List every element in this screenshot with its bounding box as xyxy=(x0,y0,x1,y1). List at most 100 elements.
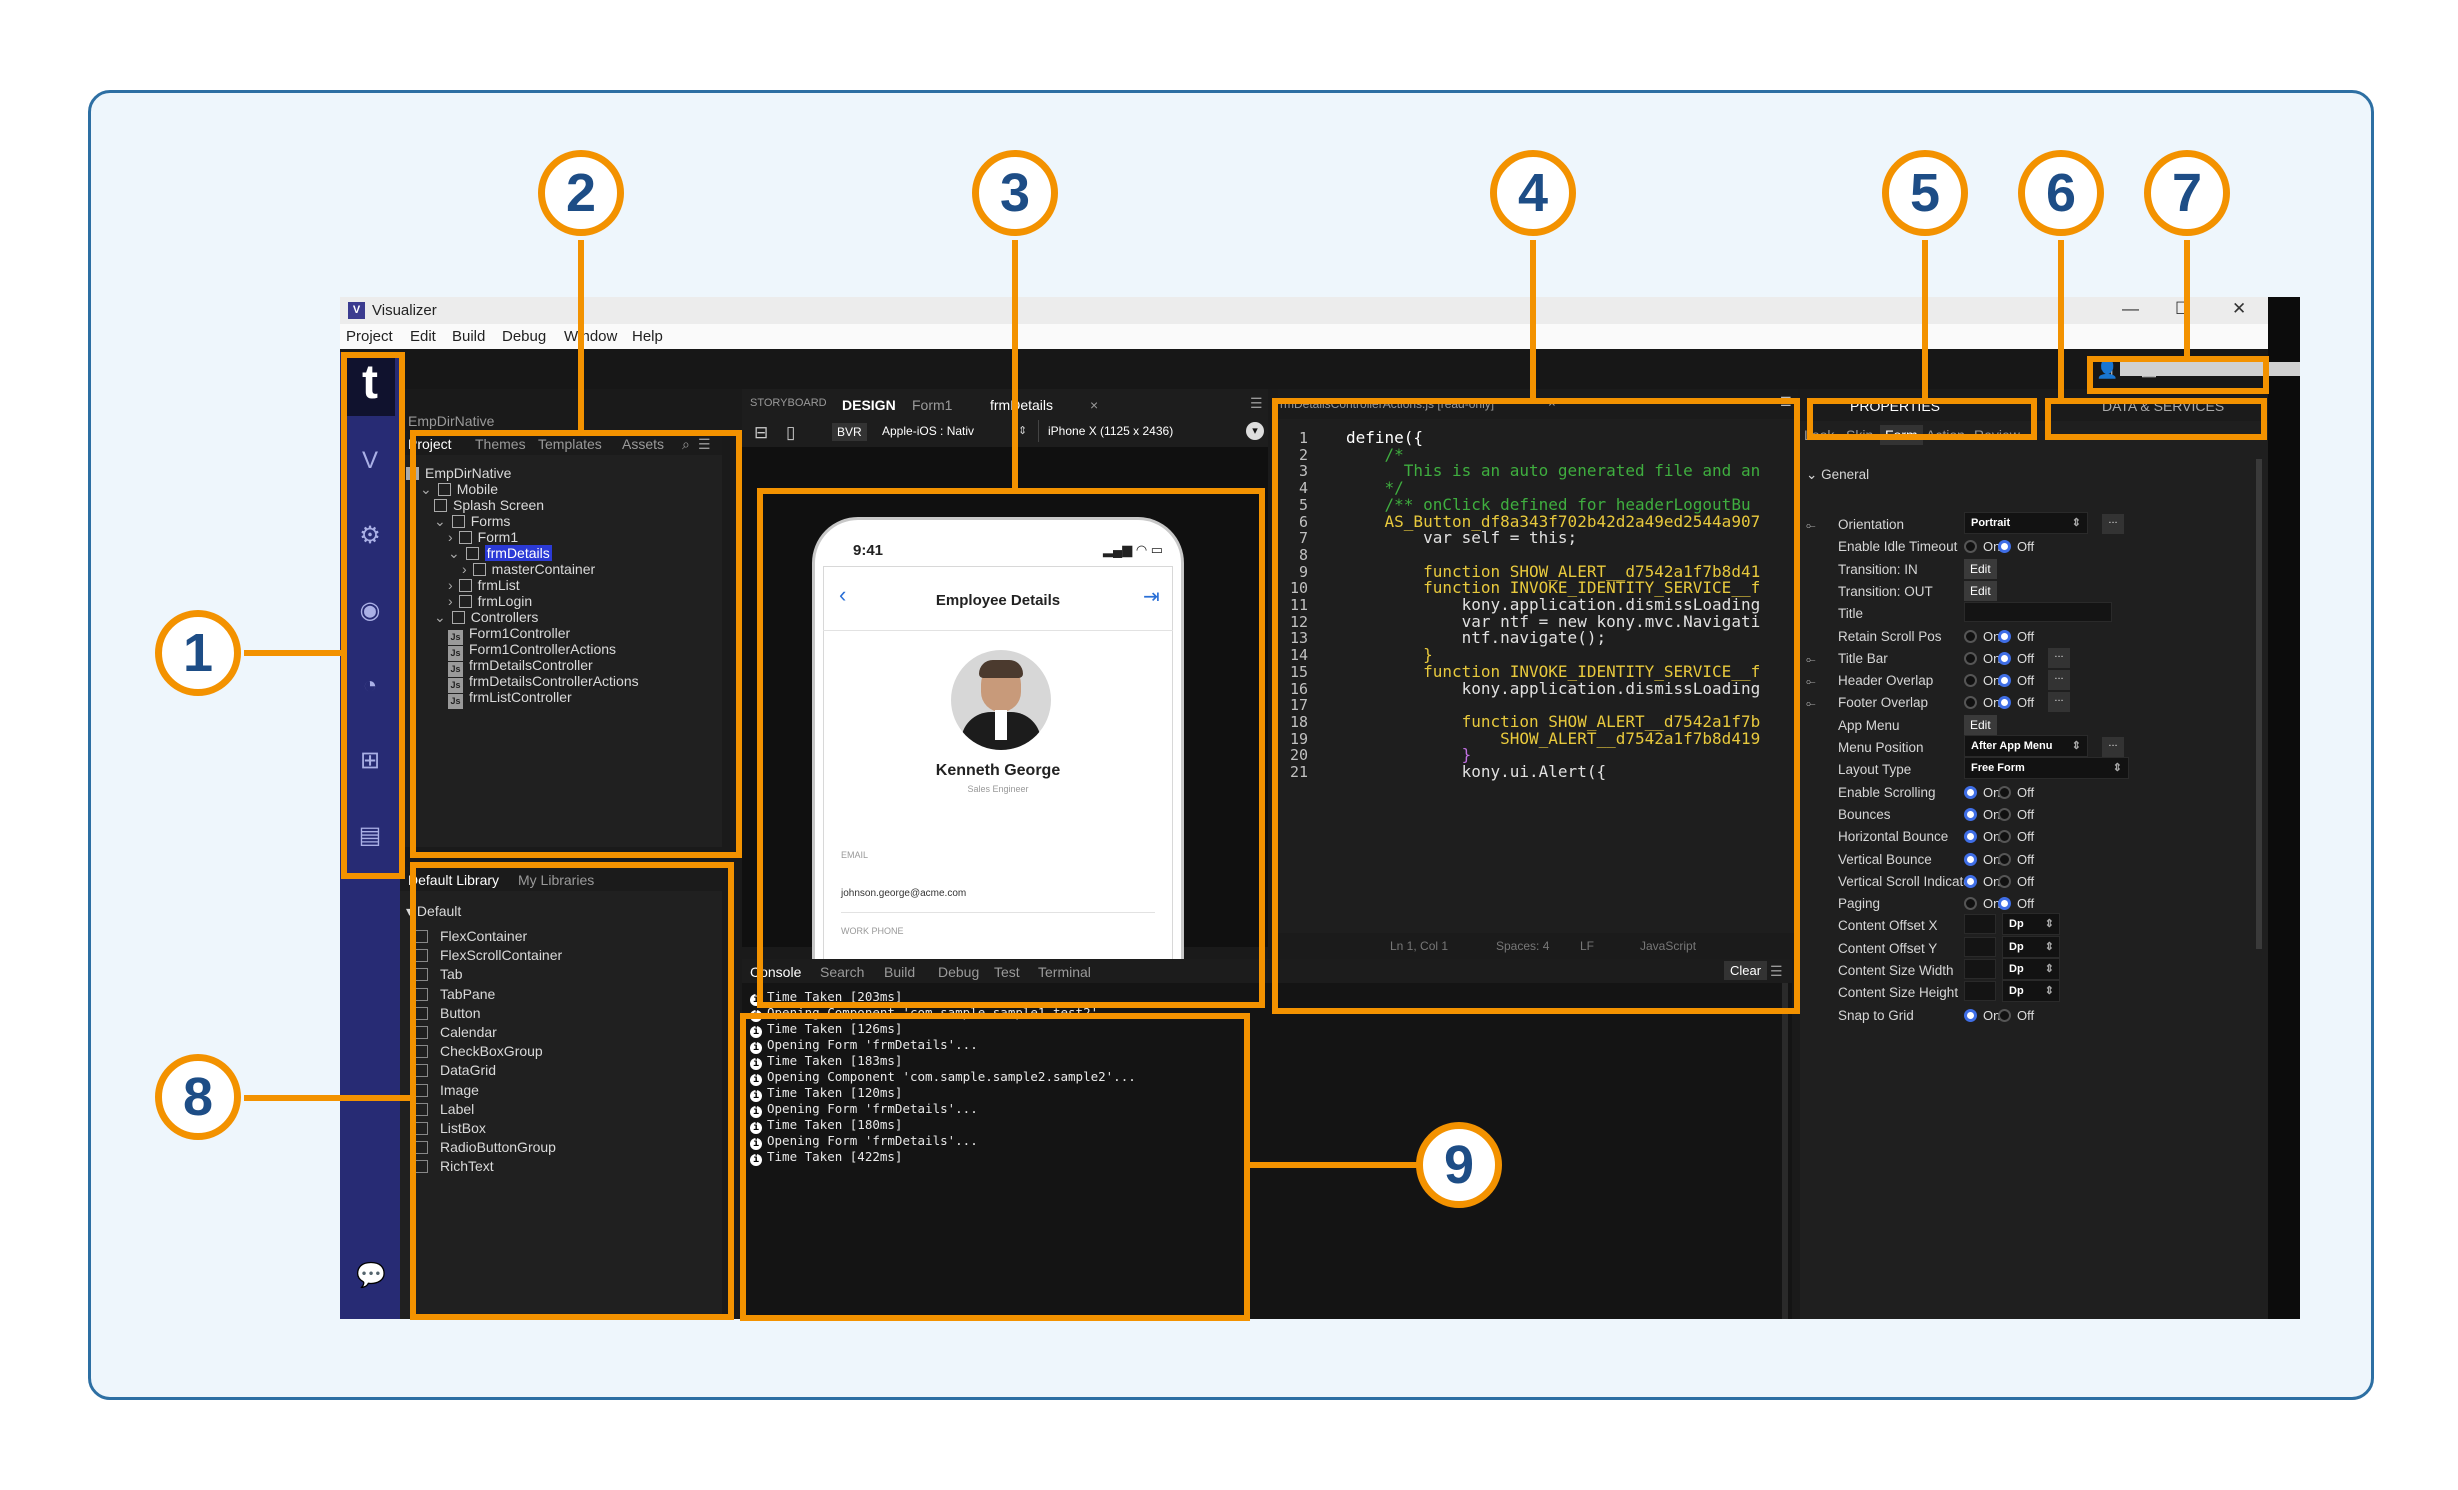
radio-off[interactable]: Off xyxy=(1998,852,2034,867)
search-icon[interactable]: ⌕ xyxy=(682,436,690,452)
console-scrollbar[interactable] xyxy=(1782,983,1788,1319)
tree-item[interactable]: ⌄Forms xyxy=(434,513,510,530)
chevron-icon[interactable]: ⌄ xyxy=(448,545,460,561)
menu-debug[interactable]: Debug xyxy=(502,328,547,345)
tab-terminal[interactable]: Terminal xyxy=(1038,964,1091,980)
tab-assets[interactable]: Assets xyxy=(622,436,665,452)
more-options-button[interactable]: ... xyxy=(2048,692,2070,713)
tree-item[interactable]: ⌄Controllers xyxy=(434,609,538,626)
visualizer-icon[interactable]: V xyxy=(361,447,378,474)
close-button[interactable]: ✕ xyxy=(2232,299,2247,318)
radio-off[interactable]: Off xyxy=(1998,1008,2034,1023)
radio-off[interactable]: Off xyxy=(1998,673,2034,688)
unit-select[interactable]: Dp⇕ xyxy=(2002,980,2060,1003)
unit-value-input[interactable] xyxy=(1964,981,1996,1002)
platform-select[interactable]: Apple-iOS : Nativ xyxy=(882,424,975,438)
minimize-button[interactable]: — xyxy=(2122,299,2139,318)
chevron-icon[interactable]: ⌄ xyxy=(420,481,432,497)
tree-item[interactable]: ⌄frmDetails xyxy=(448,545,552,562)
back-arrow-icon[interactable]: ‹ xyxy=(839,582,847,607)
radio-off[interactable]: Off xyxy=(1998,629,2034,644)
tab-project[interactable]: Project xyxy=(408,436,452,452)
radio-on[interactable]: On xyxy=(1964,1008,2000,1023)
eye-icon[interactable]: ◉ xyxy=(359,597,381,624)
radio-off[interactable]: Off xyxy=(1998,807,2034,822)
library-group[interactable]: ▾ Default xyxy=(406,903,462,919)
tree-item[interactable]: ›frmLogin xyxy=(448,593,532,609)
tab-close-icon[interactable]: × xyxy=(1090,397,1099,413)
menu-icon[interactable]: ☰ xyxy=(698,436,711,452)
tab-frmdetails[interactable]: frmDetails xyxy=(990,397,1054,413)
menu-edit[interactable]: Edit xyxy=(410,328,436,345)
radio-on[interactable]: On xyxy=(1964,785,2000,800)
radio-on[interactable]: On xyxy=(1964,807,2000,822)
tab-form1[interactable]: Form1 xyxy=(912,397,953,413)
title-input[interactable] xyxy=(1964,602,2112,623)
chevron-down-icon[interactable]: ▾ xyxy=(1246,422,1264,440)
device-icon[interactable]: ▯ xyxy=(2104,359,2114,379)
edit-button[interactable]: Edit xyxy=(1964,714,1997,735)
layout-icon[interactable]: ⊞ xyxy=(359,747,381,774)
user-icon[interactable]: 👤 xyxy=(2096,359,2119,379)
link-icon[interactable]: ⟜ xyxy=(1806,518,1816,532)
document-icon[interactable]: ▤ xyxy=(358,822,382,849)
chevron-icon[interactable]: › xyxy=(448,593,453,609)
more-options-button[interactable]: ... xyxy=(2048,647,2070,668)
chevron-icon[interactable]: › xyxy=(448,529,453,545)
radio-off[interactable]: Off xyxy=(1998,829,2034,844)
unit-select[interactable]: Dp⇕ xyxy=(2002,958,2060,980)
tab-themes[interactable]: Themes xyxy=(475,436,526,452)
chevron-icon[interactable]: › xyxy=(448,577,453,593)
radio-on[interactable]: On xyxy=(1964,852,2000,867)
radio-on[interactable]: On xyxy=(1964,539,2000,554)
radio-on[interactable]: On xyxy=(1964,695,2000,710)
more-options-button[interactable]: ... xyxy=(2102,514,2124,534)
tab-build[interactable]: Build xyxy=(884,964,916,980)
menu-build[interactable]: Build xyxy=(452,328,486,345)
clear-button[interactable]: Clear xyxy=(1724,961,1768,980)
property-select[interactable]: Free Form⇕ xyxy=(1964,757,2129,780)
radio-off[interactable]: Off xyxy=(1998,874,2034,889)
canvas-icon[interactable]: ⊟ xyxy=(754,423,769,442)
radio-off[interactable]: Off xyxy=(1998,785,2034,800)
tree-item[interactable]: ›frmList xyxy=(448,577,520,593)
tab-search[interactable]: Search xyxy=(820,964,865,980)
tab-storyboard[interactable]: STORYBOARD xyxy=(750,397,827,409)
radio-on[interactable]: On xyxy=(1964,629,2000,644)
tab-debug[interactable]: Debug xyxy=(938,964,980,980)
link-icon[interactable]: ⟜ xyxy=(1806,651,1816,666)
tab-test[interactable]: Test xyxy=(994,964,1020,980)
radio-on[interactable]: On xyxy=(1964,874,2000,889)
chevron-icon[interactable]: ⌄ xyxy=(434,513,446,529)
tab-my-libraries[interactable]: My Libraries xyxy=(518,872,595,888)
menu-help[interactable]: Help xyxy=(632,328,663,345)
section-general[interactable]: ⌄ General xyxy=(1806,467,1870,482)
more-options-button[interactable]: ... xyxy=(2102,737,2124,757)
gauge-icon[interactable]: ◔ xyxy=(362,672,378,699)
menu-window[interactable]: Window xyxy=(564,328,618,345)
tree-item[interactable]: ⌄Mobile xyxy=(420,481,498,498)
link-icon[interactable]: ⟜ xyxy=(1806,674,1816,689)
gear-icon[interactable]: ⚙ xyxy=(359,522,381,549)
tree-item[interactable]: ›masterContainer xyxy=(462,561,595,577)
radio-off[interactable]: Off xyxy=(1998,539,2034,554)
radio-on[interactable]: On xyxy=(1964,829,2000,844)
radio-on[interactable]: On xyxy=(1964,896,2000,911)
tree-item[interactable]: ›Form1 xyxy=(448,529,518,545)
project-name[interactable]: EmpDirNative xyxy=(408,413,495,429)
tab-design[interactable]: DESIGN xyxy=(842,397,896,413)
radio-on[interactable]: On xyxy=(1964,673,2000,688)
unit-select[interactable]: Dp⇕ xyxy=(2002,935,2060,958)
link-icon[interactable]: ⟜ xyxy=(1806,696,1816,711)
radio-off[interactable]: Off xyxy=(1998,695,2034,710)
property-select[interactable]: After App Menu⇕ xyxy=(1964,735,2088,757)
radio-on[interactable]: On xyxy=(1964,651,2000,666)
chevron-icon[interactable]: ⌄ xyxy=(434,609,446,625)
chevron-icon[interactable]: › xyxy=(462,561,467,577)
phone-icon[interactable]: ▯ xyxy=(786,423,796,442)
